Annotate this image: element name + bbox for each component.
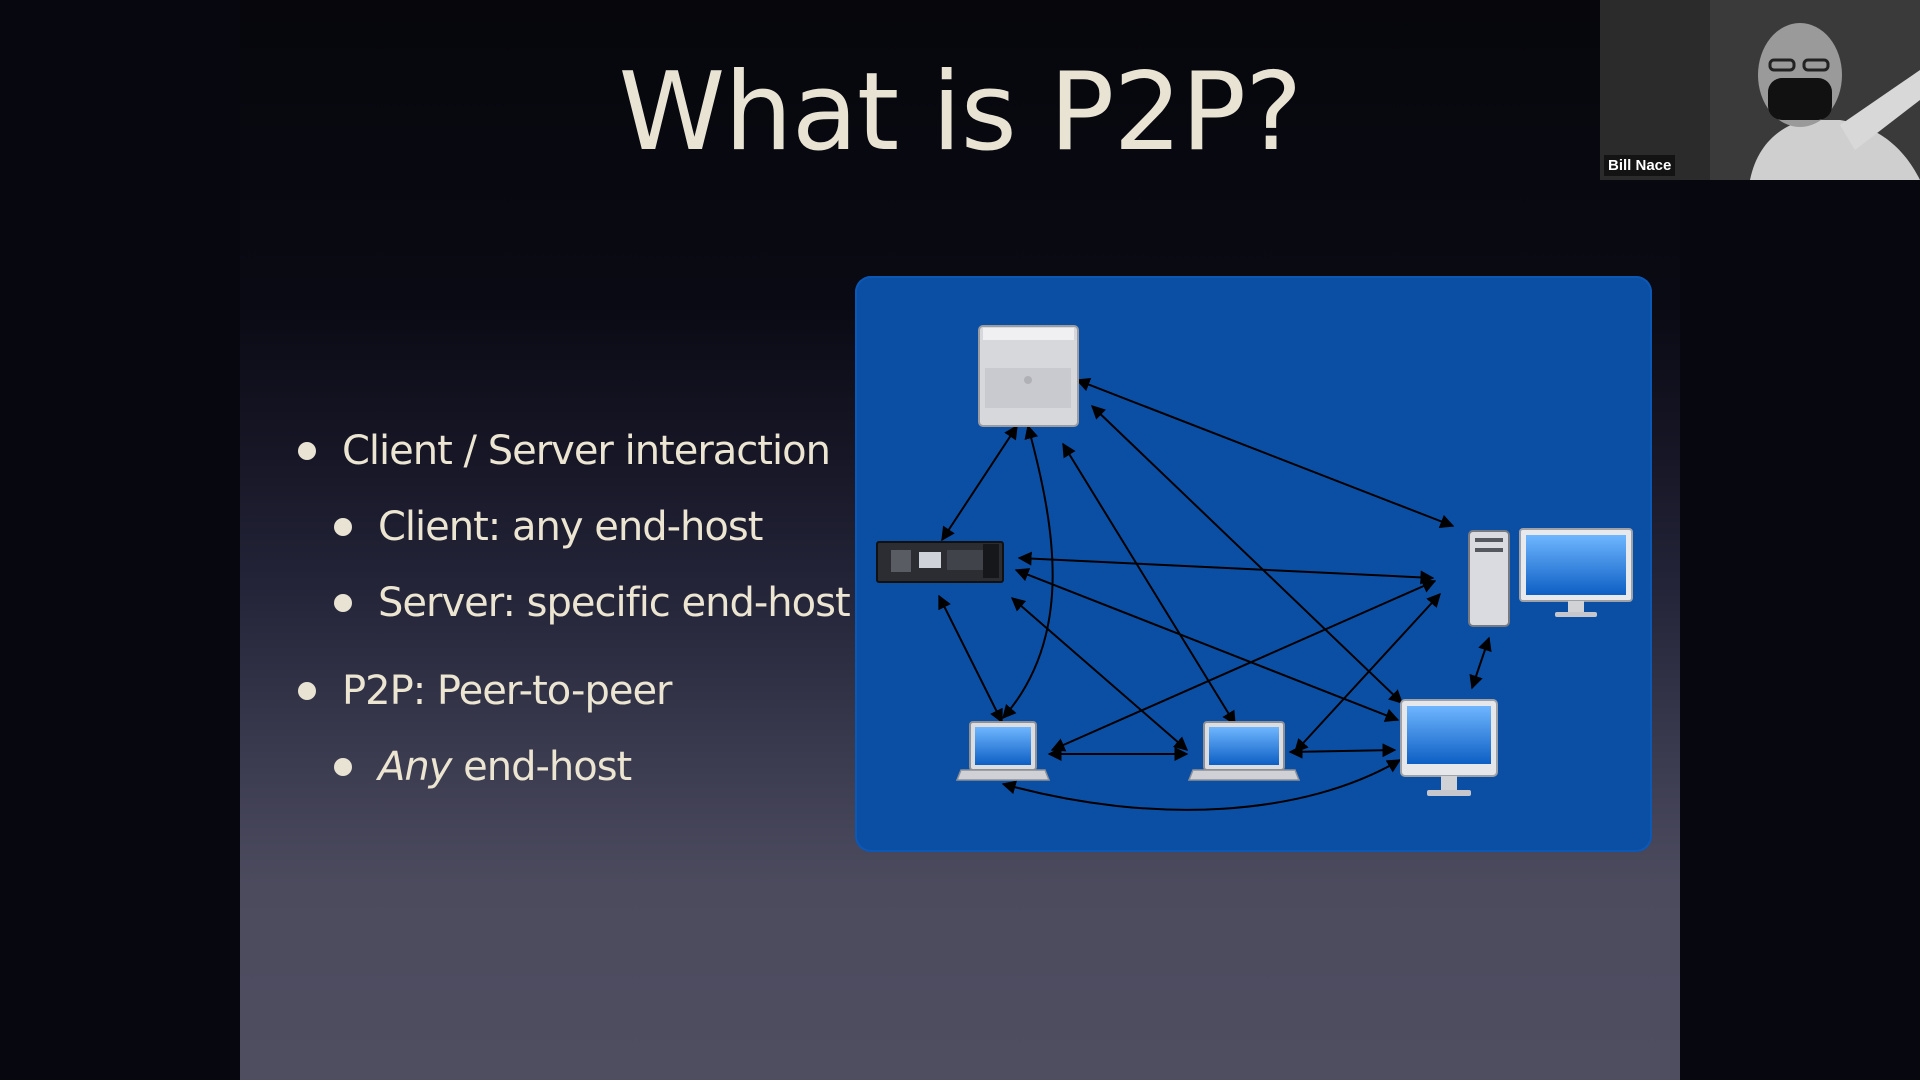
- bullet-text: Client / Server interaction: [342, 428, 831, 474]
- arrow-tower-imac: [1090, 405, 1404, 704]
- arrow-tower-desktop: [1075, 378, 1455, 528]
- tower-server-icon: [978, 325, 1079, 427]
- bullet-dot-icon: [334, 758, 352, 776]
- network-diagram-svg: [876, 325, 1633, 811]
- arrow-rack-laptop-left: [938, 594, 1003, 724]
- bullet-client-server: Client / Server interaction: [292, 425, 852, 501]
- bullet-text: Server: specific end-host: [378, 580, 851, 626]
- bullet-text: end-host: [451, 744, 632, 790]
- webcam-person-icon: [1600, 0, 1920, 180]
- laptop-left-icon: [955, 721, 1051, 781]
- participant-name-label: Bill Nace: [1604, 155, 1676, 176]
- arrow-desktop-imac: [1469, 636, 1492, 690]
- rack-server-icon: [876, 541, 1004, 583]
- bullet-client: Client: any end-host: [292, 501, 852, 577]
- desktop-tower-with-monitor-icon: [1468, 528, 1633, 627]
- arrow-rack-desktop: [1017, 551, 1435, 585]
- bullet-p2p: P2P: Peer-to-peer: [292, 665, 852, 741]
- bullet-emphasis: Any: [378, 744, 452, 790]
- arrow-rack-laptop-mid: [1010, 597, 1189, 751]
- bullet-dot-icon: [334, 518, 352, 536]
- arrow-tower-laptop-mid: [1062, 442, 1236, 726]
- all-in-one-computer-icon: [1400, 699, 1498, 796]
- bullet-server: Server: specific end-host: [292, 577, 852, 653]
- bullet-any-end-host: Any end-host: [292, 741, 852, 817]
- connection-arrows: [938, 378, 1492, 811]
- arrow-desktop-laptop-mid: [1294, 592, 1441, 754]
- bullet-list: Client / Server interaction Client: any …: [292, 425, 852, 817]
- webcam-video-tile[interactable]: Bill Nace: [1600, 0, 1920, 180]
- bullet-dot-icon: [298, 682, 316, 700]
- bullet-text: P2P: Peer-to-peer: [342, 668, 673, 714]
- p2p-network-diagram: [855, 276, 1652, 852]
- arrow-laptop-mid-imac: [1288, 743, 1397, 759]
- arrow-tower-laptop-left: [1002, 424, 1054, 720]
- arrow-laptop-left-imac: [1001, 759, 1402, 811]
- arrow-tower-rack: [941, 424, 1018, 542]
- bullet-text: Client: any end-host: [378, 504, 763, 550]
- bullet-dot-icon: [334, 594, 352, 612]
- bullet-dot-icon: [298, 442, 316, 460]
- slide-title: What is P2P?: [618, 50, 1303, 175]
- laptop-middle-icon: [1187, 721, 1301, 781]
